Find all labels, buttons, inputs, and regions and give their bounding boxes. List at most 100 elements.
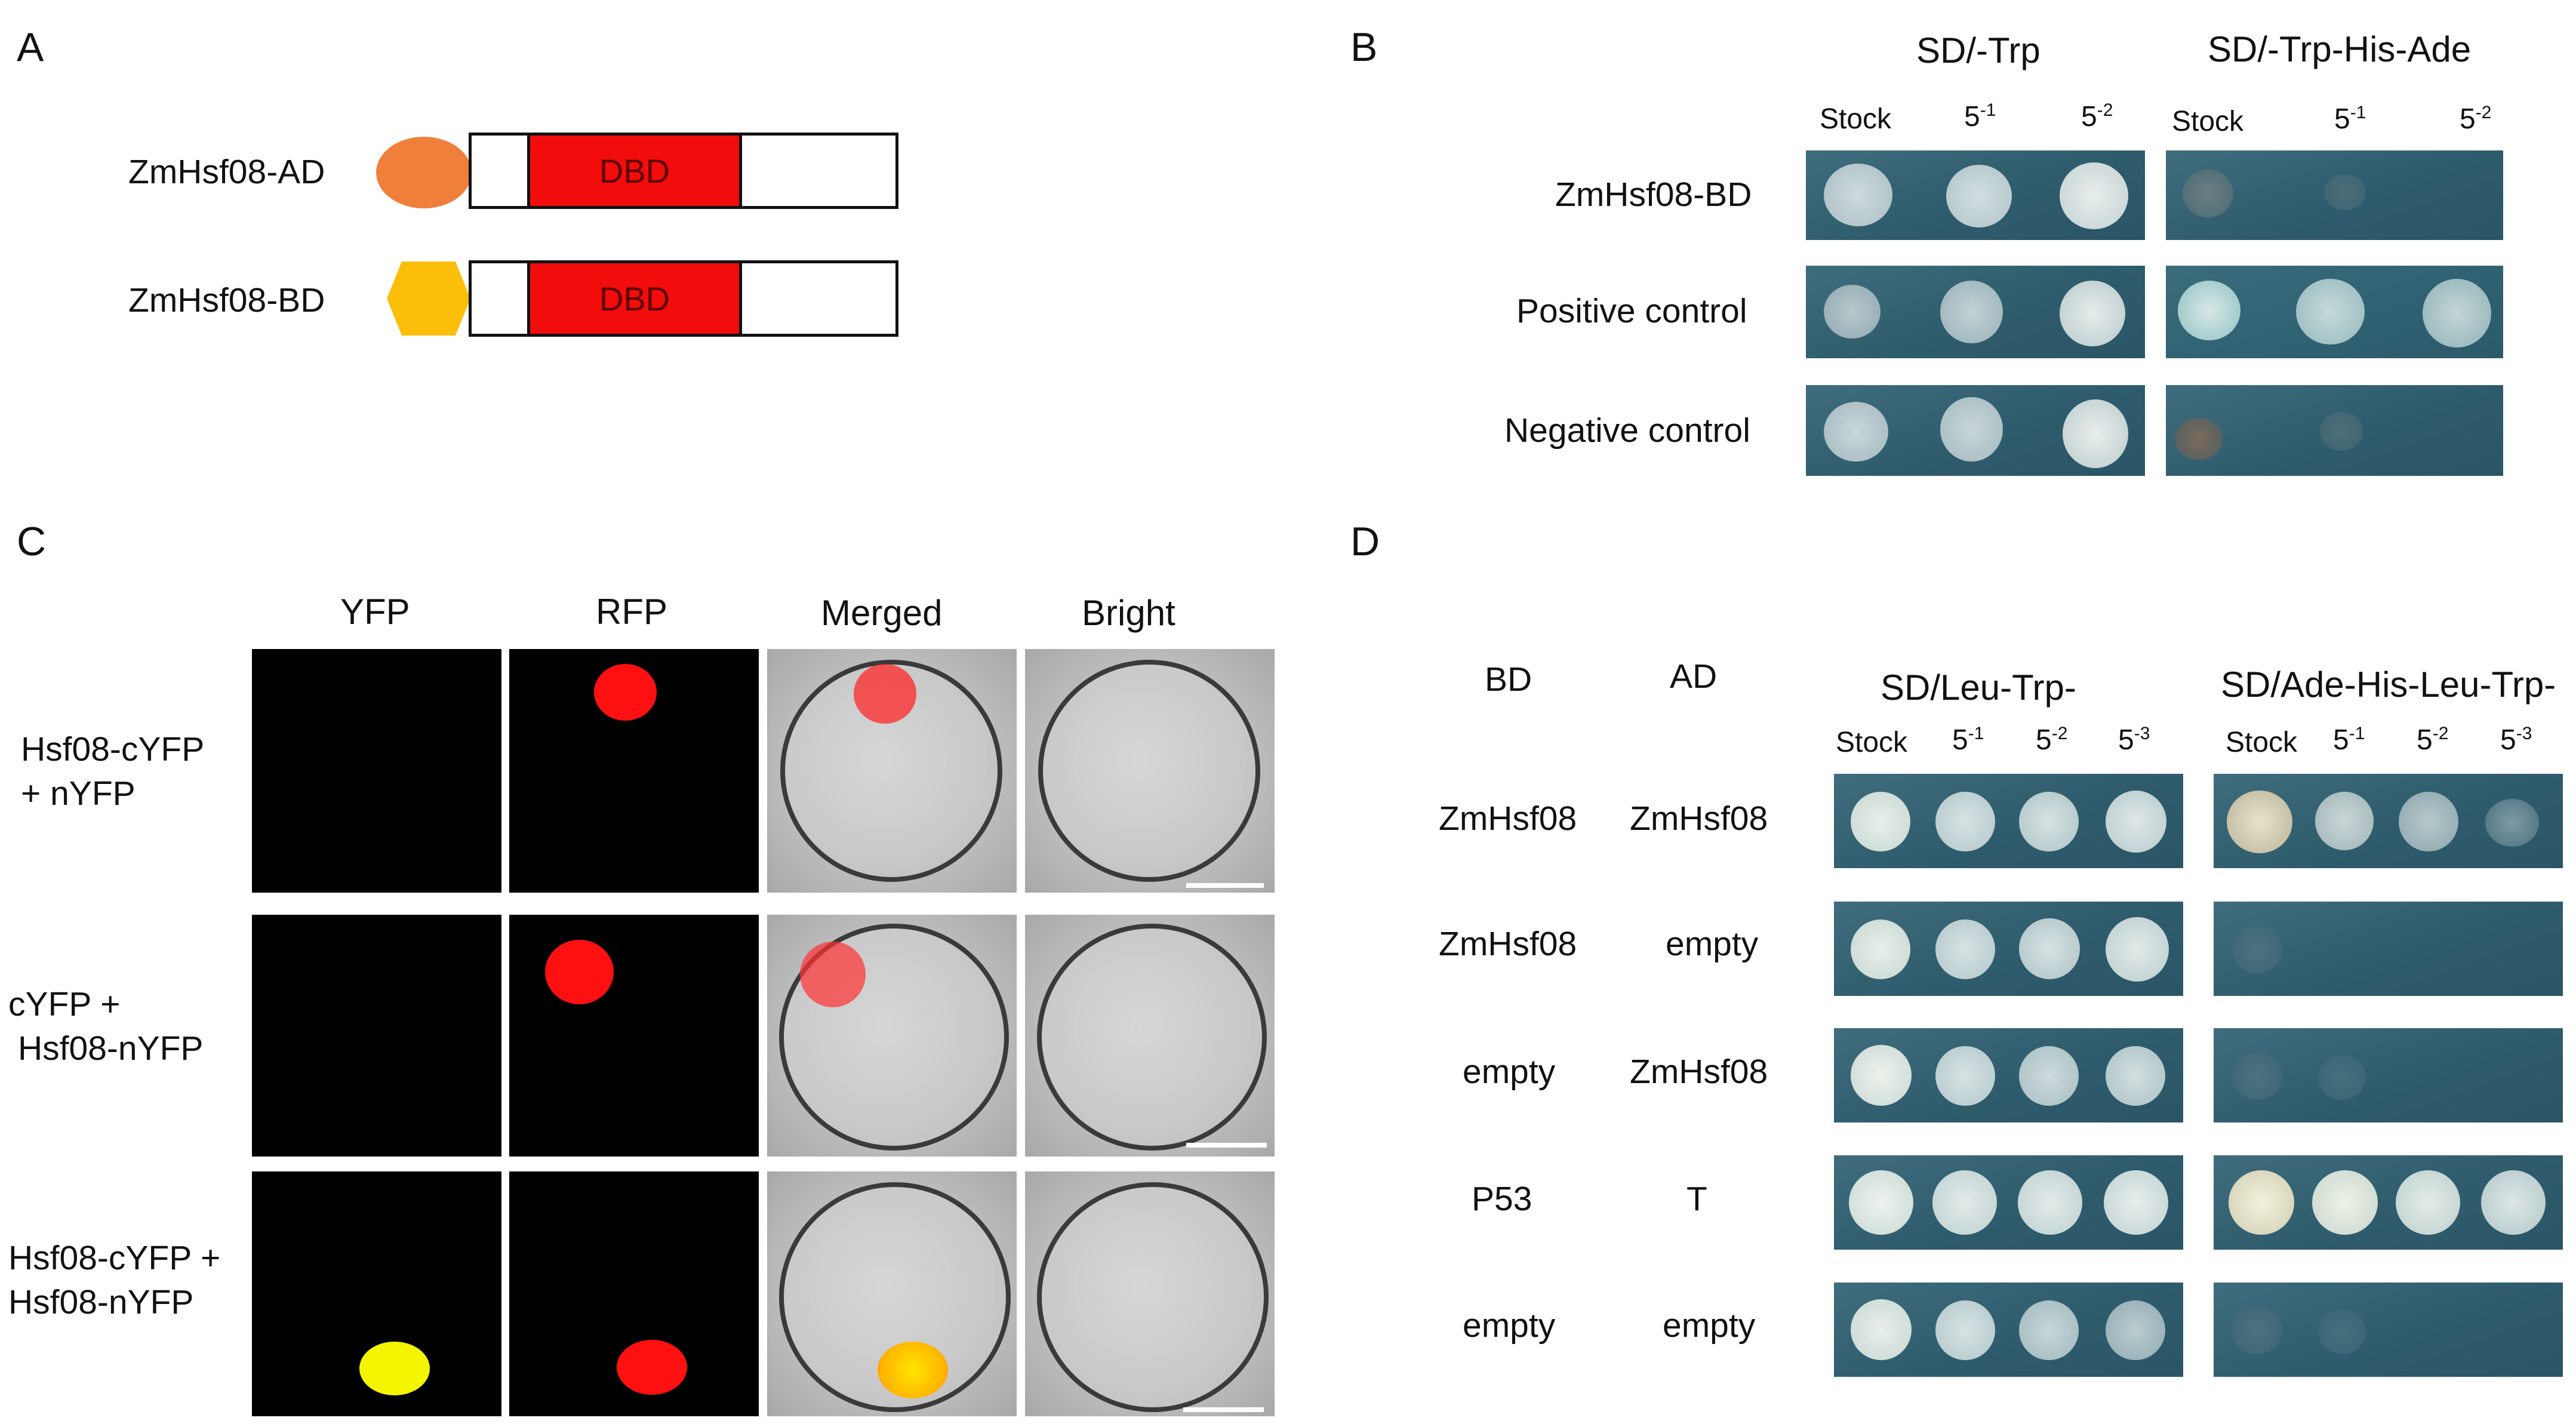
colony — [2106, 791, 2166, 853]
colony — [2060, 281, 2125, 346]
yfp-signal — [359, 1342, 430, 1395]
dilution-stock-d1: Stock — [1836, 727, 1908, 758]
colony — [2485, 799, 2539, 847]
plate-b-r2-sdtrp — [1806, 266, 2145, 358]
cell-outline — [1038, 660, 1260, 882]
micrograph-merged-r2 — [767, 915, 1017, 1157]
colony — [2106, 917, 2169, 982]
colony — [1824, 164, 1892, 226]
dilution-5-2-1: 5-2 — [2081, 100, 2113, 133]
micrograph-merged-r1 — [767, 649, 1017, 893]
bd-tag-hexagon — [387, 262, 470, 336]
colony — [2106, 1046, 2165, 1106]
plate-d-r5-leutrp — [1834, 1283, 2183, 1377]
micrograph-rfp-r1 — [509, 649, 759, 893]
medium-header-sd-ade-his-leu-trp: SD/Ade-His-Leu-Trp- — [2221, 665, 2556, 705]
channel-rfp: RFP — [596, 592, 667, 632]
channel-merged: Merged — [821, 593, 943, 633]
plate-b-r3-sdtrp — [1806, 385, 2145, 476]
colony — [2399, 792, 2458, 851]
plate-d-r1-adehisleutrp — [2214, 774, 2563, 868]
dilution-5-3-d1: 5-3 — [2118, 724, 2150, 756]
micrograph-rfp-r2 — [509, 915, 759, 1157]
micrograph-bright-r1 — [1025, 649, 1275, 893]
colony — [2019, 1300, 2079, 1360]
colony — [2312, 1170, 2378, 1235]
dbd-domain-bd: DBD — [527, 260, 742, 337]
dilution-5-2-2: 5-2 — [2460, 103, 2492, 135]
dilution-stock-d2: Stock — [2226, 727, 2298, 758]
bifc-row-label-3: Hsf08-cYFP +Hsf08-nYFP — [8, 1239, 221, 1321]
colony — [2183, 170, 2233, 217]
colony — [2232, 1052, 2282, 1100]
micrograph-yfp-r1 — [252, 649, 501, 893]
colony — [2481, 1170, 2546, 1235]
column-header-bd: BD — [1485, 660, 1532, 699]
colony — [2106, 1300, 2165, 1360]
colony — [1824, 285, 1881, 339]
micrograph-merged-r3 — [767, 1171, 1017, 1416]
colony — [2178, 281, 2240, 340]
dilution-stock-2: Stock — [2172, 106, 2244, 137]
d-row1-bd: ZmHsf08 — [1439, 799, 1577, 838]
rfp-overlay — [854, 664, 916, 724]
colony — [2318, 1309, 2366, 1354]
plate-b-r1-sdtrp — [1806, 150, 2145, 240]
d-row5-bd: empty — [1463, 1306, 1556, 1345]
d-row2-bd: ZmHsf08 — [1439, 925, 1577, 963]
colony — [1851, 919, 1910, 979]
colony — [2232, 925, 2282, 973]
ad-tag-ellipse — [376, 137, 472, 208]
colony — [2229, 1170, 2294, 1235]
panel-a-letter: A — [17, 24, 44, 70]
d-row4-ad: T — [1686, 1180, 1707, 1218]
colony — [1935, 792, 1995, 851]
colony — [2018, 1170, 2082, 1235]
row-label-negative-control: Negative control — [1504, 411, 1750, 450]
colony — [2296, 279, 2365, 345]
plate-d-r5-adehisleutrp — [2214, 1283, 2563, 1377]
panel-d-letter: D — [1350, 519, 1380, 564]
colony — [1935, 1300, 1995, 1360]
colony — [1851, 1045, 1912, 1106]
cell-outline — [1037, 1182, 1269, 1412]
colony — [1851, 792, 1910, 851]
colony — [2318, 1055, 2366, 1100]
yfp-rfp-overlay — [878, 1342, 948, 1398]
colony — [2232, 1306, 2282, 1354]
scale-bar — [1186, 883, 1264, 888]
bifc-row-label-2: cYFP +Hsf08-nYFP — [8, 985, 204, 1068]
plate-d-r3-adehisleutrp — [2214, 1028, 2563, 1122]
dilution-5-2-d1: 5-2 — [2036, 724, 2068, 756]
cell-outline — [1037, 924, 1267, 1151]
dbd-domain-ad: DBD — [527, 133, 742, 209]
plate-d-r1-leutrp — [1834, 774, 2183, 868]
bifc-row-label-1: Hsf08-cYFP+ nYFP — [21, 730, 205, 813]
medium-header-sd-leu-trp: SD/Leu-Trp- — [1881, 668, 2076, 708]
plate-b-r2-sdtrphisade — [2166, 266, 2503, 358]
plate-b-r3-sdtrphisade — [2166, 385, 2503, 476]
plate-d-r2-adehisleutrp — [2214, 902, 2563, 996]
d-row3-bd: empty — [1463, 1053, 1556, 1091]
construct-label-ad: ZmHsf08-AD — [128, 153, 325, 191]
channel-yfp: YFP — [340, 592, 410, 632]
colony — [1932, 1170, 1997, 1235]
plate-d-r2-leutrp — [1834, 902, 2183, 996]
colony — [1935, 919, 1995, 979]
dilution-5-1-d1: 5-1 — [1952, 724, 1984, 756]
panel-b-letter: B — [1350, 24, 1378, 70]
colony — [2315, 792, 2374, 850]
construct-label-bd: ZmHsf08-BD — [128, 281, 325, 319]
dilution-stock-1: Stock — [1820, 103, 1892, 135]
dilution-5-3-d2: 5-3 — [2500, 724, 2532, 756]
column-header-ad: AD — [1670, 657, 1718, 696]
medium-header-sd-trp-his-ade: SD/-Trp-His-Ade — [2208, 29, 2472, 69]
colony — [2104, 1170, 2168, 1235]
d-row3-ad: ZmHsf08 — [1630, 1053, 1768, 1091]
dilution-5-1-2: 5-1 — [2334, 103, 2366, 135]
rfp-signal — [594, 664, 657, 721]
colony — [1824, 402, 1888, 462]
colony — [1940, 397, 2003, 462]
colony — [2320, 412, 2363, 451]
row-label-positive-control: Positive control — [1516, 292, 1747, 330]
